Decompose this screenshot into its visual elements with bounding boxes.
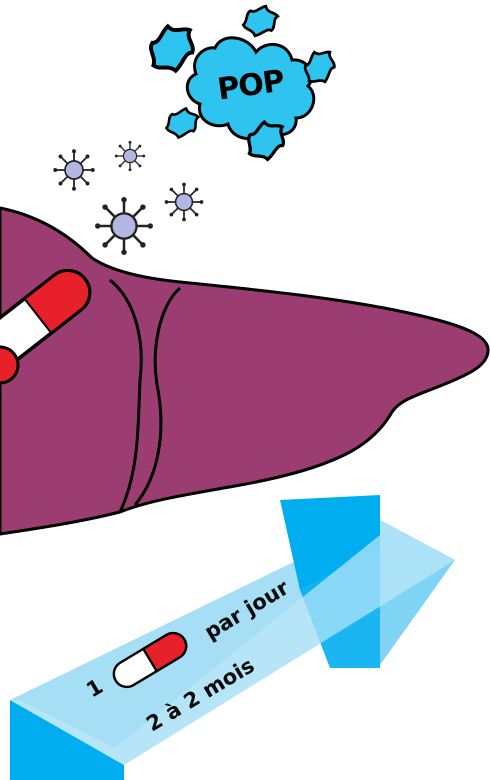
capsule-icon — [0, 345, 20, 385]
capsule-icon — [112, 631, 188, 689]
star-burst-icon: POP — [185, 36, 316, 140]
virus-icon — [163, 181, 205, 223]
star-burst-icon — [239, 0, 281, 43]
virus-icon — [114, 140, 146, 172]
virus-icon — [52, 148, 96, 192]
liver — [0, 206, 490, 536]
star-burst-icon — [163, 103, 201, 143]
virus-icon — [93, 195, 155, 257]
dosage-arrow — [10, 495, 455, 780]
star-burst-icon — [145, 20, 199, 77]
